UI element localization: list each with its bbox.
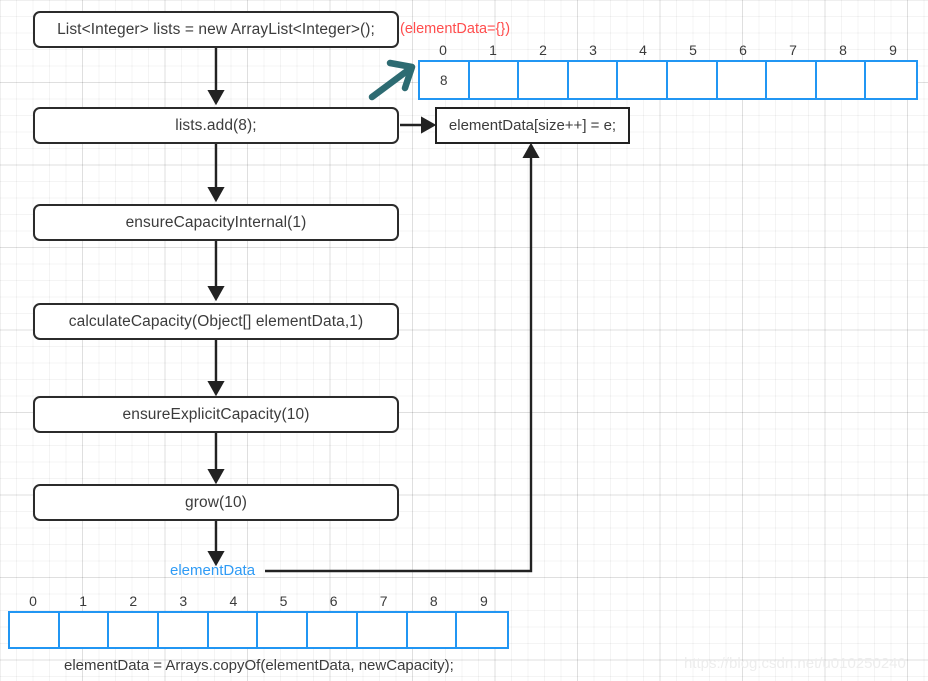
element-data-assign-box[interactable]: elementData[size++] = e; [435,107,630,144]
top-array-index-0: 0 [439,42,447,58]
flow-step-0-label: List<Integer> lists = new ArrayList<Inte… [57,20,375,38]
top-array-index-6: 6 [739,42,747,58]
top-array-cell-2 [519,62,569,98]
top-array-index-1: 1 [489,42,497,58]
bottom-array-cell-2 [109,613,160,647]
top-array-index-4: 4 [639,42,647,58]
element-data-assign-label: elementData[size++] = e; [448,117,617,134]
bottom-array-cell-6 [308,613,358,647]
bottom-array-index-6: 6 [329,593,338,609]
bottom-array-cell-1 [59,613,110,647]
bottom-caption: elementData = Arrays.copyOf(elementData,… [64,657,454,674]
top-array-cell-8 [816,62,867,98]
flow-step-1[interactable]: lists.add(8); [33,107,399,144]
bottom-array-index-4: 4 [229,593,238,609]
top-array: 8 [418,60,918,100]
top-array-index-7: 7 [789,42,797,58]
bottom-array-cell-3 [159,613,209,647]
bottom-array-index-9: 9 [479,593,488,609]
top-array-cell-9 [866,62,916,98]
top-array-index-2: 2 [539,42,547,58]
bottom-array-cell-5 [258,613,309,647]
top-array-index-row: 0 1 2 3 4 5 6 7 8 9 [418,41,918,59]
bottom-array-cell-4 [208,613,259,647]
bottom-array-cell-9 [457,613,507,647]
init-state-note: (elementData={}) [400,21,511,37]
top-array-cell-1 [469,62,520,98]
flow-step-2[interactable]: ensureCapacityInternal(1) [33,204,399,241]
bottom-array-cell-7 [357,613,408,647]
flow-step-4-label: ensureExplicitCapacity(10) [122,405,310,423]
bottom-array-index-row: 0 1 2 3 4 5 6 7 8 9 [8,592,509,610]
flow-step-5-label: grow(10) [185,493,247,511]
bottom-array-index-2: 2 [129,593,138,609]
bottom-array [8,611,509,649]
flow-step-5[interactable]: grow(10) [33,484,399,521]
watermark: https://blog.csdn.net/u010250240 [684,655,906,672]
flow-step-3-label: calculateCapacity(Object[] elementData,1… [68,312,364,330]
bottom-array-index-0: 0 [29,593,37,609]
top-array-index-3: 3 [589,42,597,58]
top-array-cell-0: 8 [420,62,470,98]
bottom-array-cell-0 [10,613,60,647]
bottom-array-cell-8 [407,613,458,647]
top-array-index-5: 5 [689,42,697,58]
top-array-cell-3 [568,62,619,98]
top-array-cell-7 [767,62,817,98]
flow-step-0[interactable]: List<Integer> lists = new ArrayList<Inte… [33,11,399,48]
bottom-array-index-1: 1 [79,593,88,609]
flow-step-4[interactable]: ensureExplicitCapacity(10) [33,396,399,433]
element-data-pointer-label: elementData [170,562,256,579]
top-array-cell-4 [618,62,668,98]
teal-highlight-arrow [368,59,416,101]
bottom-array-index-7: 7 [379,593,388,609]
flow-step-2-label: ensureCapacityInternal(1) [125,213,307,231]
flow-step-3[interactable]: calculateCapacity(Object[] elementData,1… [33,303,399,340]
top-array-cell-6 [717,62,768,98]
top-array-cell-5 [667,62,718,98]
flow-step-1-label: lists.add(8); [175,116,257,134]
bottom-array-index-3: 3 [179,593,188,609]
top-array-index-8: 8 [839,42,847,58]
top-array-index-9: 9 [889,42,897,58]
bottom-array-index-5: 5 [279,593,288,609]
bottom-array-index-8: 8 [429,593,438,609]
